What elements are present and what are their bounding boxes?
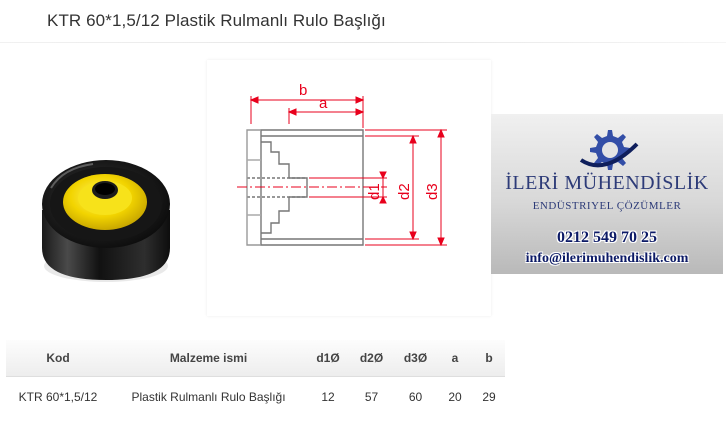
product-photo (33, 148, 183, 288)
roller-cap-image (42, 160, 170, 282)
header-a: a (437, 340, 473, 377)
header-material-name: Malzeme ismi (110, 340, 307, 377)
dim-label-b: b (299, 82, 307, 99)
header-d3: d3Ø (394, 340, 437, 377)
dim-label-a: a (319, 95, 328, 112)
dim-label-d3: d3 (424, 183, 441, 200)
dim-label-d2: d2 (396, 183, 413, 200)
brand-panel: İLERİ MÜHENDİSLİK ENDÜSTRIYEL ÇÖZÜMLER 0… (491, 114, 723, 274)
header-d1: d1Ø (307, 340, 349, 377)
title-divider (0, 42, 726, 43)
cell-d1: 12 (307, 376, 349, 417)
technical-drawing: b a d1 d2 d3 (207, 60, 491, 316)
header-kod: Kod (6, 340, 110, 377)
brand-name: İLERİ MÜHENDİSLİK (505, 172, 709, 194)
dim-label-d1: d1 (366, 183, 383, 200)
cell-a: 20 (437, 376, 473, 417)
table-header-row: Kod Malzeme ismi d1Ø d2Ø d3Ø a b (6, 340, 505, 377)
spec-table: Kod Malzeme ismi d1Ø d2Ø d3Ø a b KTR 60*… (6, 340, 505, 417)
brand-subtitle: ENDÜSTRIYEL ÇÖZÜMLER (532, 200, 682, 212)
gear-logo-icon (579, 130, 639, 170)
page-title: KTR 60*1,5/12 Plastik Rulmanlı Rulo Başl… (47, 11, 386, 30)
table-row: KTR 60*1,5/12 Plastik Rulmanlı Rulo Başl… (6, 376, 505, 417)
brand-phone: 0212 549 70 25 (557, 229, 657, 246)
cell-material-name: Plastik Rulmanlı Rulo Başlığı (110, 376, 307, 417)
header-d2: d2Ø (349, 340, 394, 377)
cell-d2: 57 (349, 376, 394, 417)
cell-kod: KTR 60*1,5/12 (6, 376, 110, 417)
cell-d3: 60 (394, 376, 437, 417)
cell-b: 29 (473, 376, 505, 417)
header-b: b (473, 340, 505, 377)
brand-email-link[interactable]: info@ilerimuhendislik.com (525, 251, 689, 266)
